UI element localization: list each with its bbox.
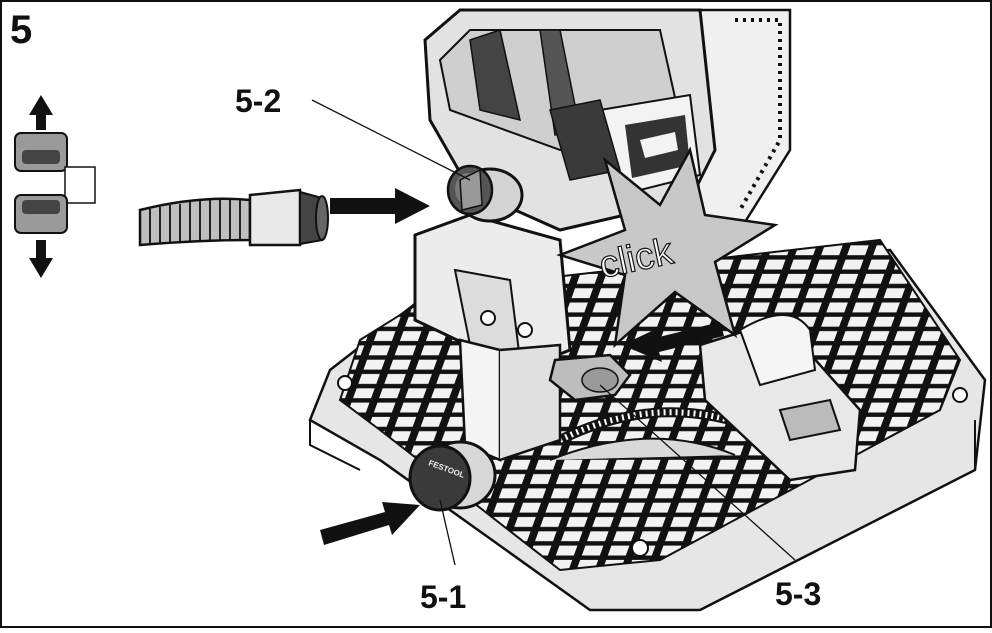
callout-5-2: 5-2	[235, 83, 281, 119]
arrow-to-upper-port	[330, 188, 430, 224]
vacuum-hose	[138, 188, 329, 247]
callout-5-3: 5-3	[775, 576, 821, 612]
arrow-slider-direction	[622, 322, 724, 362]
leader-5-3	[599, 384, 796, 561]
leader-5-2	[311, 99, 471, 181]
callout-5-1: 5-1	[420, 579, 466, 615]
figure-number: 5	[10, 8, 33, 52]
arrow-to-lower-cap	[320, 502, 420, 545]
click-starburst: click	[556, 146, 779, 349]
leader-lines	[311, 99, 796, 566]
direction-arrows	[320, 188, 724, 545]
dust-port-lower-cap: FESTOOL	[408, 440, 497, 512]
dust-port-upper	[446, 164, 524, 223]
coupling-gap-marker	[64, 166, 96, 204]
locking-slider	[548, 353, 632, 402]
hose-connector	[248, 188, 302, 247]
starburst-shape	[556, 146, 779, 349]
saw-column	[413, 213, 572, 462]
fence	[698, 314, 862, 482]
coupling-detail-inset	[14, 95, 96, 278]
arrow-up-icon	[29, 95, 53, 130]
leader-5-1	[439, 499, 456, 566]
arrow-down-icon	[29, 240, 53, 278]
